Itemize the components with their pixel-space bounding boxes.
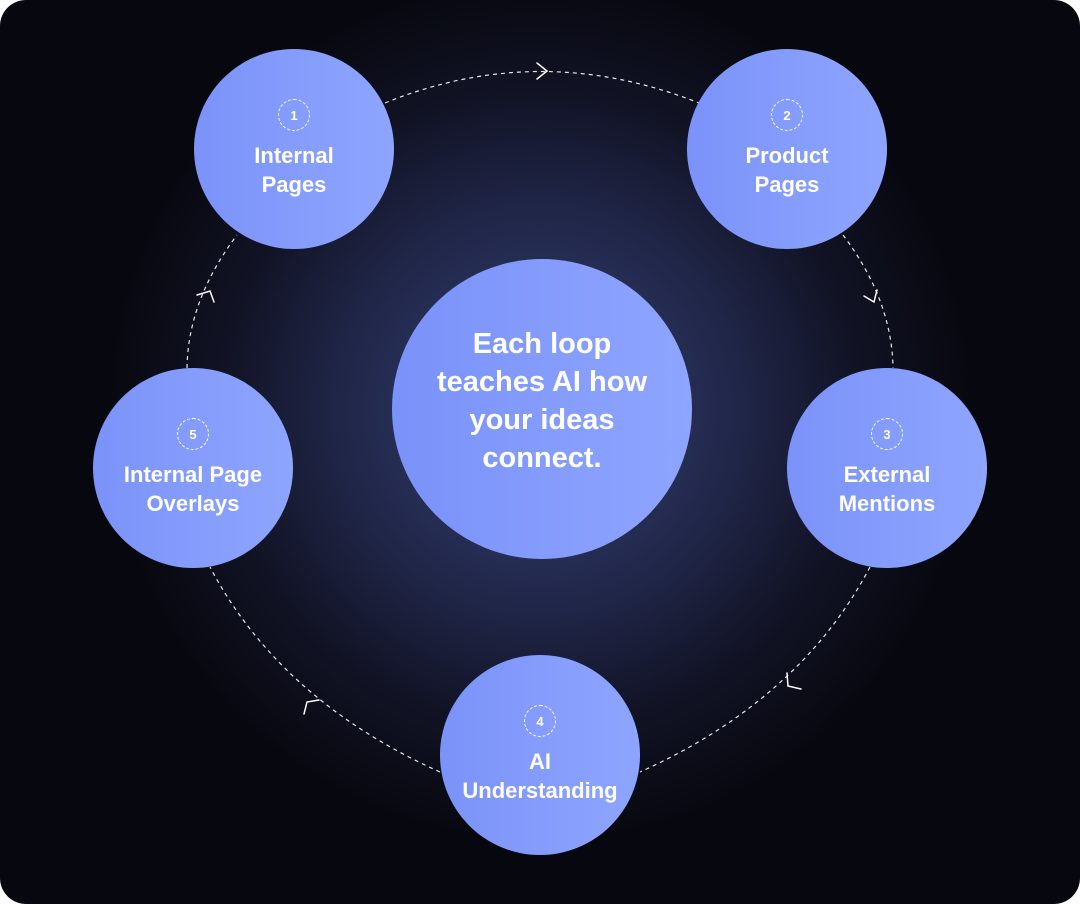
connector-4-to-5	[209, 566, 441, 773]
step-number-badge: 1	[278, 99, 310, 131]
step-number-badge: 3	[871, 418, 903, 450]
node-label-line1: Internal	[254, 143, 334, 168]
node-label-line1: Internal Page	[123, 462, 263, 487]
step-number-badge: 5	[177, 418, 209, 450]
arrow-3-to-4-icon	[786, 672, 802, 690]
node-ai-understanding: 4 AI Understanding	[440, 655, 640, 855]
arrow-5-to-1-icon	[196, 290, 215, 303]
center-text: Each loop teaches AI how your ideas conn…	[436, 328, 648, 474]
node-label-line1: Product	[745, 143, 829, 168]
node-internal-page-overlays: 5 Internal Page Overlays	[93, 368, 293, 568]
connector-2-to-3	[842, 234, 894, 369]
node-internal-pages: 1 Internal Pages	[194, 49, 394, 249]
arrow-1-to-2-icon	[536, 62, 549, 80]
node-product-pages: 2 Product Pages	[687, 49, 887, 249]
connector-5-to-1	[186, 234, 238, 369]
connector-3-to-4	[639, 566, 871, 773]
node-label-line1: External	[843, 462, 931, 487]
node-label-line1: AI	[529, 749, 551, 774]
node-label-line2: Mentions	[838, 491, 936, 516]
node-label-line2: Pages	[754, 172, 820, 197]
connector-1-to-2	[384, 70, 700, 104]
step-number-badge: 2	[771, 99, 803, 131]
arrow-2-to-3-icon	[863, 289, 878, 304]
center-node: Each loop teaches AI how your ideas conn…	[392, 259, 692, 559]
arrow-4-to-5-icon	[303, 699, 320, 715]
node-label-line2: Understanding	[462, 778, 618, 803]
node-label-line2: Overlays	[146, 491, 240, 516]
step-number-badge: 4	[524, 705, 556, 737]
node-external-mentions: 3 External Mentions	[787, 368, 987, 568]
node-label-line2: Pages	[261, 172, 327, 197]
